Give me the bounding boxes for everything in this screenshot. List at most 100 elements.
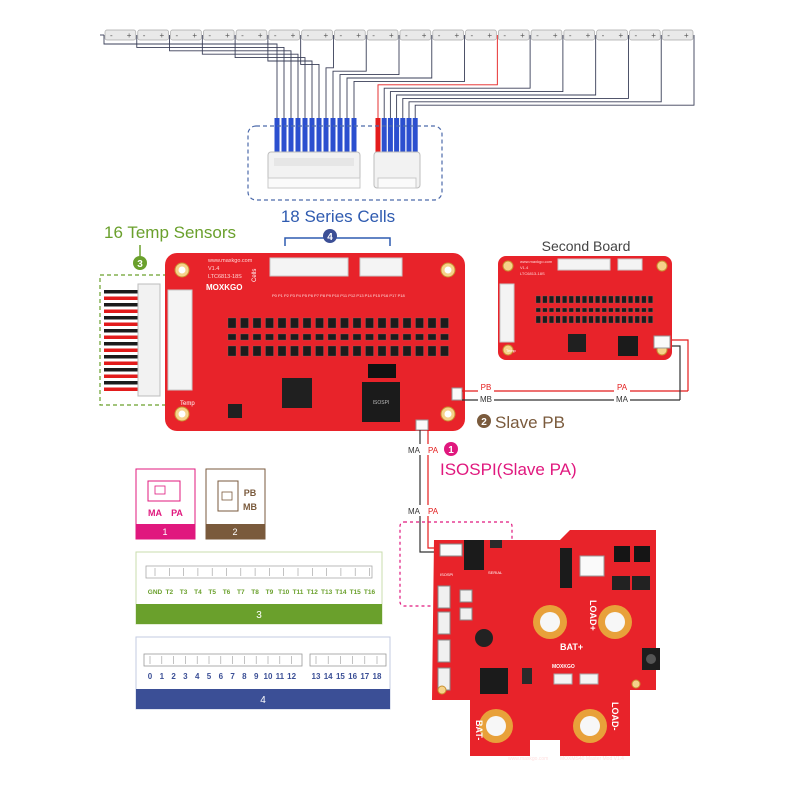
board-component <box>327 345 337 357</box>
board-component <box>634 307 640 313</box>
battery-cell: -+ <box>235 29 268 41</box>
board-component <box>568 295 574 304</box>
cell-plus: + <box>586 31 591 40</box>
isospi-chip <box>362 382 400 422</box>
harness-wire-sleeve <box>281 118 287 154</box>
temp-wire <box>104 322 142 326</box>
board-component <box>240 317 249 329</box>
temp-pin-label: T8 <box>251 589 259 596</box>
board-component <box>628 295 634 304</box>
cell-pin-label: 5 <box>207 672 212 681</box>
temp-wire <box>104 316 142 320</box>
cell-plus: + <box>684 31 689 40</box>
board-component <box>315 317 324 329</box>
cell-minus: - <box>274 31 277 40</box>
svg-text:www.maxkgo.com: www.maxkgo.com <box>520 259 553 264</box>
cell-connector-large <box>267 151 361 189</box>
temp-wire <box>104 303 142 307</box>
battery-cell: -+ <box>530 29 563 41</box>
harness-wire <box>408 35 662 118</box>
slave-pb-port <box>451 387 463 401</box>
board-component <box>621 315 627 324</box>
temp-pin-label: GND <box>148 589 163 596</box>
svg-text:MB: MB <box>243 502 257 512</box>
cell-plus: + <box>225 31 230 40</box>
temp-pin-label: T15 <box>350 589 362 596</box>
svg-text:3: 3 <box>256 610 262 621</box>
cell-plus: + <box>520 31 525 40</box>
board-component <box>621 295 627 304</box>
board-component <box>352 317 362 329</box>
cell-minus: - <box>176 31 179 40</box>
svg-text:PB: PB <box>481 383 492 392</box>
cell-plus: + <box>258 31 263 40</box>
battery-cell: -+ <box>268 29 301 41</box>
svg-text:MA: MA <box>408 507 421 516</box>
board-component <box>634 315 640 324</box>
harness-wire <box>267 35 313 118</box>
battery-cell: -+ <box>301 29 333 41</box>
cell-minus: - <box>536 31 539 40</box>
cell-plus: + <box>651 31 656 40</box>
svg-text:www.maxkgo.com: www.maxkgo.com <box>508 756 548 762</box>
battery-pack: -+-+-+-+-+-+-+-+-+-+-+-+-+-+-+-+-+-+ <box>104 29 694 41</box>
cell-pin-label: 2 <box>171 672 176 681</box>
battery-cell: -+ <box>399 29 432 41</box>
svg-text:P0 P1 P2 P3 P4 P5 P6 P7 P8 P9: P0 P1 P2 P3 P4 P5 P6 P7 P8 P9 P10 P11 P1… <box>272 293 405 298</box>
board-component <box>595 307 601 313</box>
legend-box-2: PB MB 2 <box>205 468 266 540</box>
board-component <box>440 317 449 329</box>
temp-wire <box>104 290 142 294</box>
cell-minus: - <box>110 31 113 40</box>
cell-minus: - <box>503 31 506 40</box>
svg-text:ISOSPI: ISOSPI <box>440 572 453 577</box>
cell-minus: - <box>569 31 572 40</box>
svg-text:2: 2 <box>232 527 237 537</box>
battery-cell: -+ <box>596 29 628 41</box>
brand-logo: MOXKGO <box>206 283 242 292</box>
temp-pin-label: T4 <box>194 589 202 596</box>
battery-cell: -+ <box>137 29 169 41</box>
board-component <box>595 315 601 324</box>
board-component <box>277 317 287 329</box>
harness-wire <box>325 35 334 118</box>
board-cell-connector-2 <box>359 257 403 277</box>
slave-pa-port <box>415 419 429 431</box>
svg-text:PA: PA <box>428 446 439 455</box>
svg-text:MOXKGO: MOXKGO <box>552 664 575 670</box>
harness-wire-sleeve <box>387 118 393 154</box>
svg-text:MB: MB <box>480 395 492 404</box>
balance-harness-wires <box>100 34 695 154</box>
board-component <box>327 317 337 329</box>
board-component <box>340 333 349 341</box>
board-component <box>542 315 548 324</box>
board-component <box>252 345 262 357</box>
temp-wire <box>104 368 142 372</box>
board-component <box>440 345 449 357</box>
board-component <box>615 307 620 313</box>
cell-pin-label: 7 <box>230 672 235 681</box>
temp-wire <box>104 309 142 313</box>
harness-wire <box>169 35 292 118</box>
board-component <box>390 317 399 329</box>
harness-wire <box>332 35 367 118</box>
board-component <box>575 315 581 324</box>
cell-minus: - <box>471 31 474 40</box>
cell-minus: - <box>372 31 375 40</box>
board-component <box>315 345 324 357</box>
second-bms-board: www.maxkgo.com V1.4 LTC6813-18S Temp <box>498 256 672 360</box>
svg-text:V1.4: V1.4 <box>208 266 219 272</box>
board-component <box>615 295 620 304</box>
board-component <box>415 333 424 341</box>
board-component <box>549 307 554 313</box>
temp-wire <box>104 374 142 378</box>
harness-wire-sleeve <box>351 118 357 154</box>
temp-sensor-harness <box>104 283 161 397</box>
cell-minus: - <box>667 31 670 40</box>
temp-wire <box>104 355 142 359</box>
harness-wire-sleeve <box>274 118 280 154</box>
board-component <box>377 345 387 357</box>
board-component <box>365 333 374 341</box>
harness-wire-sleeve <box>337 118 343 154</box>
